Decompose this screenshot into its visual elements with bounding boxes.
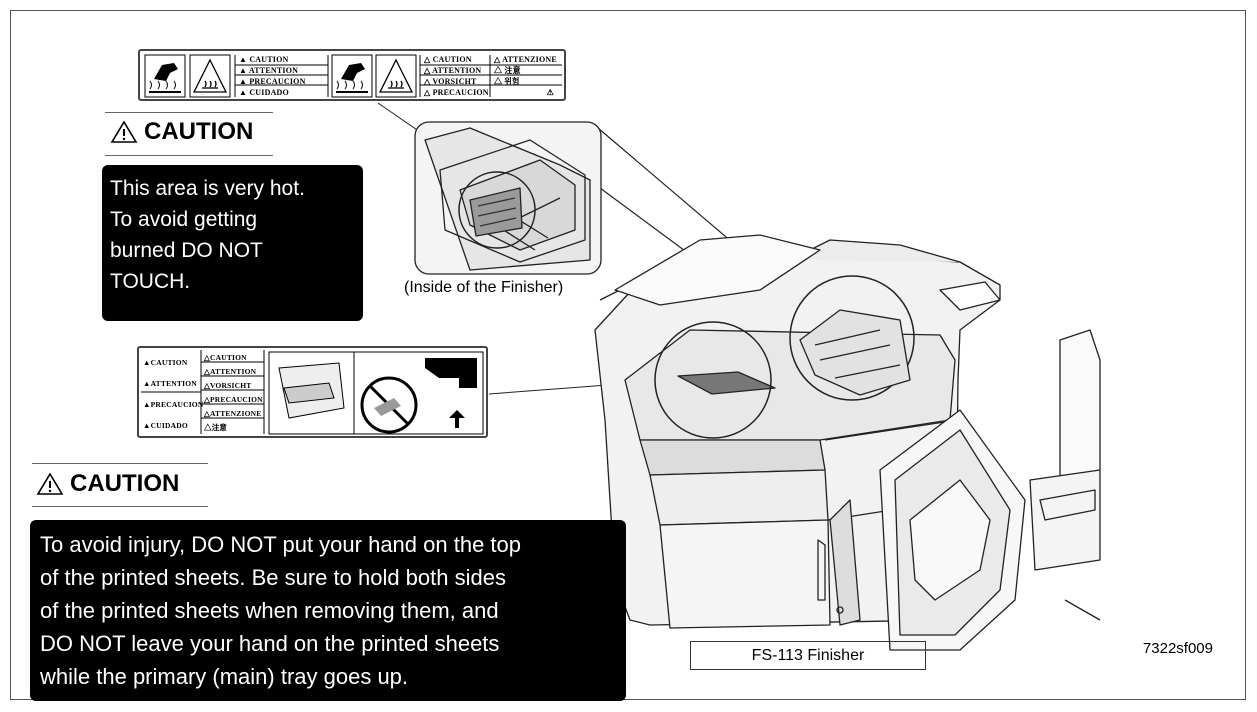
label-text: 위험 — [504, 77, 520, 86]
tray-warning-label: ▲CAUTION ▲ATTENTION ▲PRECAUCION ▲CUIDADO… — [137, 346, 488, 438]
caution-line: DO NOT leave your hand on the printed sh… — [40, 631, 500, 656]
label-text: 注意 — [211, 423, 228, 432]
label-text: CAUTION — [209, 353, 247, 362]
top-label-right-column-a: △ CAUTION △ ATTENTION △ VORSICHT △ PRECA… — [424, 55, 489, 97]
divider — [32, 463, 208, 464]
top-label-left-column: ▲ CAUTION ▲ ATTENTION ▲ PRECAUCION ▲ CUI… — [239, 55, 306, 97]
label-text: VORSICHT — [432, 77, 477, 86]
label-text: CAUTION — [249, 55, 289, 64]
heat-warning-icon — [378, 58, 414, 93]
warning-triangle-icon — [36, 472, 64, 495]
label-text: CUIDADO — [150, 421, 188, 430]
label-text: ATTENZIONE — [209, 409, 262, 418]
label-text: PRECAUCION — [209, 395, 263, 404]
caution-heading-1: CAUTION — [110, 118, 253, 146]
caution-line: TOUCH. — [110, 270, 191, 293]
hot-hand-icon — [336, 63, 368, 93]
mid-label-column-b: △CAUTION △ATTENTION △VORSICHT △PRECAUCIO… — [204, 353, 263, 432]
caution-line: burned DO NOT — [110, 239, 263, 262]
caution-line: of the printed sheets when removing them… — [40, 598, 499, 623]
divider — [105, 155, 273, 156]
top-label-right-column-b: △ ATTENZIONE △ 注意 △ 위험 ⚠ — [494, 55, 557, 97]
divider — [105, 112, 273, 113]
label-text: ATTENTION — [248, 66, 299, 75]
caution-heading-text: CAUTION — [70, 470, 180, 497]
caution-line: while the primary (main) tray goes up. — [40, 664, 409, 689]
mid-label-column-a: ▲CAUTION ▲ATTENTION ▲PRECAUCION ▲CUIDADO — [143, 358, 204, 430]
label-text: CAUTION — [432, 55, 472, 64]
caution-message-2: To avoid injury, DO NOT put your hand on… — [30, 520, 626, 701]
inset-caption: (Inside of the Finisher) — [404, 279, 564, 296]
caution-line: of the printed sheets. Be sure to hold b… — [40, 565, 506, 590]
caution-heading-2: CAUTION — [36, 470, 179, 498]
label-text: 注意 — [504, 66, 521, 75]
label-text: ATTENZIONE — [502, 55, 557, 64]
heat-warning-label: ▲ CAUTION ▲ ATTENTION ▲ PRECAUCION ▲ CUI… — [138, 49, 566, 101]
label-text: PRECAUCION — [150, 400, 204, 409]
label-text: PRECAUCION — [432, 88, 489, 97]
heat-warning-label-graphic — [144, 54, 562, 98]
caution-line: This area is very hot. — [110, 177, 305, 200]
label-text: ATTENTION — [432, 66, 482, 75]
hot-hand-icon — [149, 63, 181, 93]
label-text: ATTENTION — [150, 379, 197, 388]
caution-message-1: This area is very hot. To avoid getting … — [102, 165, 363, 321]
figure-code: 7322sf009 — [1142, 640, 1213, 657]
figure-frame — [10, 10, 1246, 700]
label-text: CAUTION — [150, 358, 188, 367]
finisher-model-label: FS-113 Finisher — [690, 641, 926, 670]
label-text: PRECAUCION — [249, 77, 306, 86]
caution-heading-text: CAUTION — [144, 118, 254, 145]
caution-line: To avoid injury, DO NOT put your hand on… — [40, 532, 522, 557]
no-hand-icon — [360, 376, 418, 434]
caution-line: To avoid getting — [110, 208, 258, 231]
tray-warning-label-graphic — [141, 350, 484, 435]
heat-warning-icon — [192, 58, 228, 93]
label-text: ATTENTION — [209, 367, 257, 376]
warning-triangle-icon — [110, 120, 138, 143]
label-text: CUIDADO — [249, 88, 289, 97]
divider — [32, 506, 208, 507]
label-text: VORSICHT — [209, 381, 252, 390]
